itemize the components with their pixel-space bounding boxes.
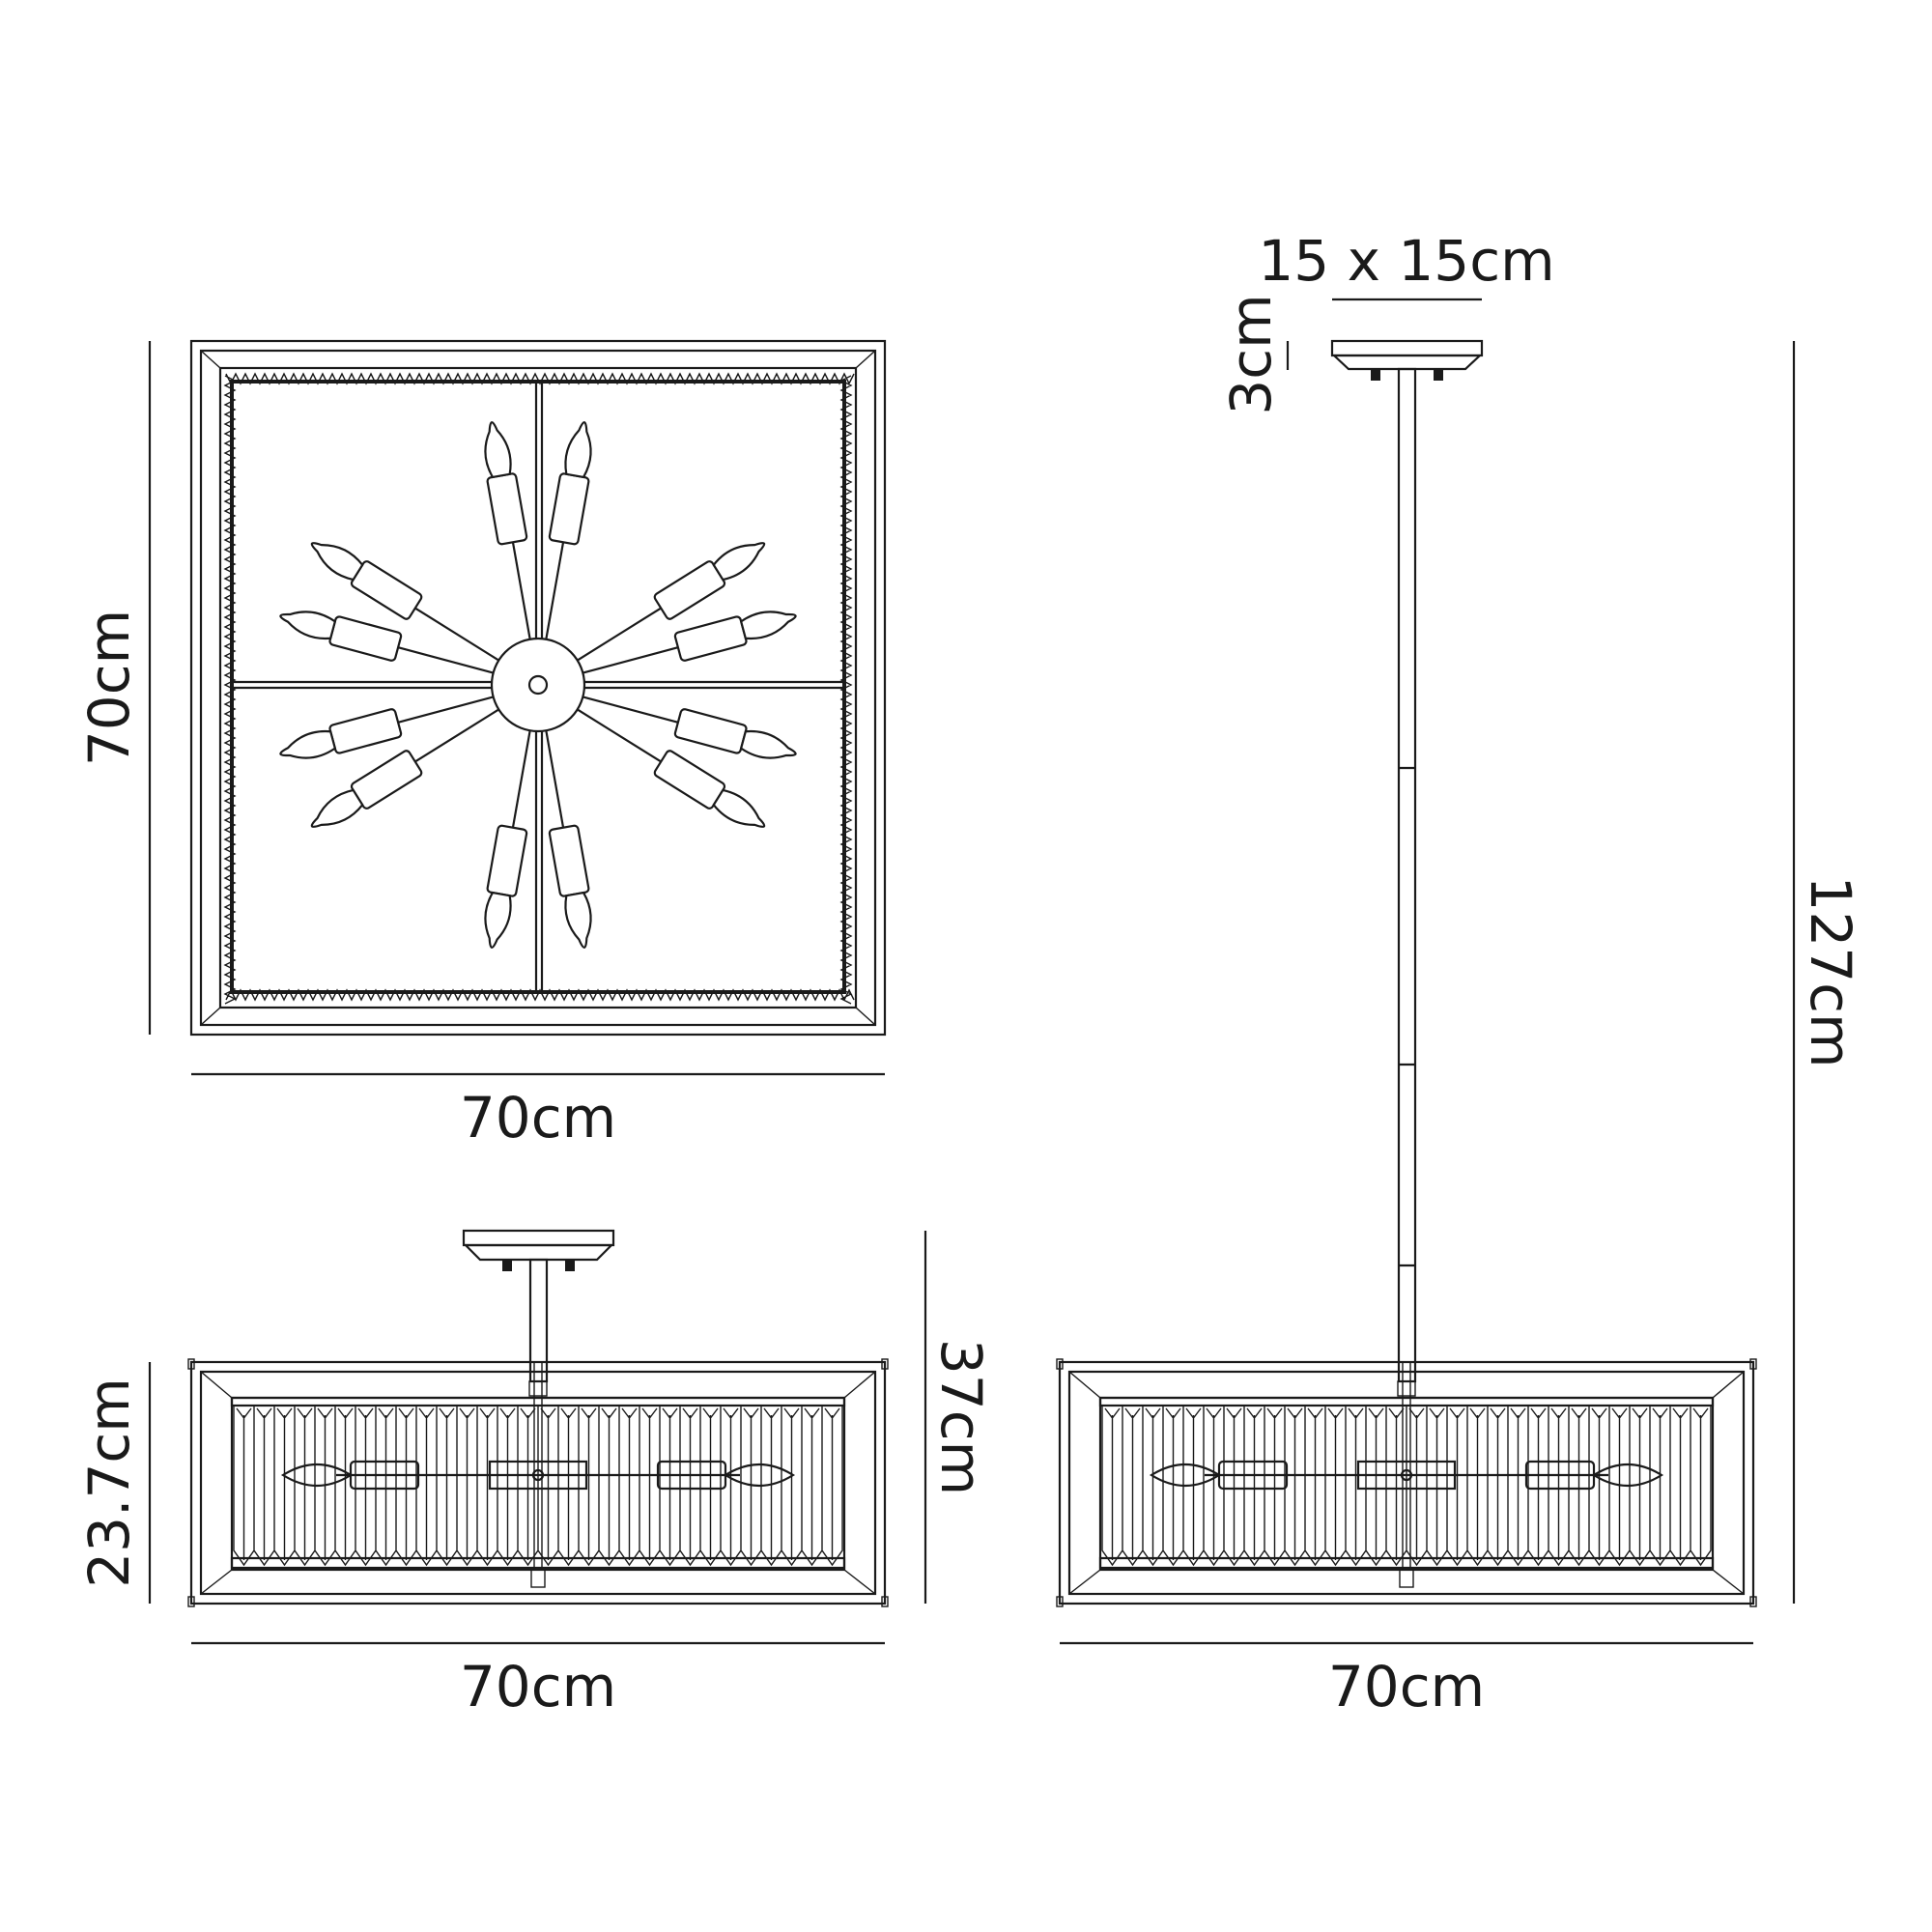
plan-view	[189, 339, 887, 1037]
center-holder	[1356, 1460, 1457, 1491]
lamp-arm	[582, 696, 797, 759]
plan-width-label: 70cm	[460, 1085, 616, 1151]
lamp-arm	[577, 542, 766, 662]
lamp-holder	[486, 824, 528, 897]
candle-bulb	[484, 421, 512, 479]
plan-height-label: 70cm	[76, 610, 142, 766]
lamp-holder	[486, 472, 528, 546]
lamp-arm	[577, 708, 766, 828]
pendant-frame	[1056, 1358, 1757, 1607]
candle-bulb	[564, 891, 592, 949]
semi-total-height-label: 37cm	[928, 1339, 994, 1495]
lamp-arm	[279, 696, 494, 759]
lamp-arm	[279, 611, 494, 674]
pendant-height-label: 127cm	[1798, 875, 1863, 1067]
canopy-size-label: 15 x 15cm	[1258, 228, 1554, 294]
semi-flush-side-view	[187, 1229, 889, 1607]
candle-bulb	[723, 1463, 796, 1487]
semi-body-height-label: 23.7cm	[76, 1378, 142, 1588]
canopy-depth-label: 3cm	[1218, 294, 1284, 414]
candle-bulb	[739, 729, 797, 759]
candle-bulb	[310, 788, 364, 828]
lamp-holder	[548, 824, 590, 897]
lamp-arms	[279, 421, 797, 949]
candle-bulb	[712, 542, 766, 582]
lamp-arm	[582, 611, 797, 674]
candle-bulb	[279, 611, 337, 640]
candle-bulb	[280, 1463, 354, 1487]
lamp-holder	[328, 708, 403, 754]
lamp-arm	[484, 730, 531, 949]
lamp-holder	[328, 615, 403, 662]
candle-bulb	[1591, 1463, 1664, 1487]
pendant-width-label: 70cm	[1328, 1654, 1485, 1719]
candle-bulb	[279, 729, 337, 759]
candle-bulb	[739, 611, 797, 640]
lamp-holder	[673, 615, 748, 662]
lamp-arm	[310, 708, 499, 828]
pendant-side-view	[1056, 339, 1757, 1607]
lamp-holder	[548, 472, 590, 546]
candle-bulb	[484, 891, 512, 949]
lamp-holder	[673, 708, 748, 754]
candle-bulb	[712, 788, 766, 828]
candle-bulb	[564, 421, 592, 479]
lamp-arm	[545, 421, 592, 639]
center-holder	[488, 1460, 588, 1491]
lamp-arm	[310, 542, 499, 662]
lamp-arm	[484, 421, 531, 639]
semi-frame	[187, 1358, 889, 1607]
lamp-arm	[545, 730, 592, 949]
candle-bulb	[1149, 1463, 1222, 1487]
semi-width-label: 70cm	[460, 1654, 616, 1719]
candle-bulb	[310, 542, 364, 582]
